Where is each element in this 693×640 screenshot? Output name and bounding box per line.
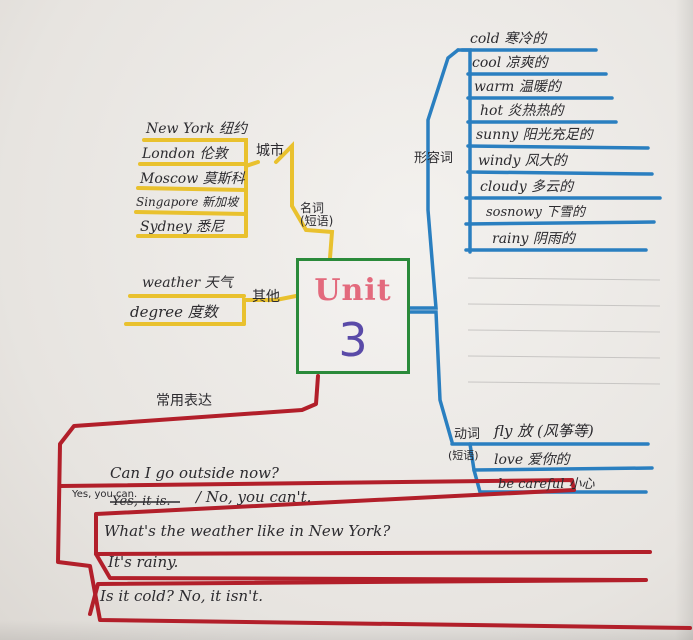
nouns-label: 名词 (短语) bbox=[300, 202, 333, 228]
phrase-label: (短语) bbox=[448, 449, 479, 462]
expressions-line-2 bbox=[88, 552, 648, 616]
cities-label: 城市 bbox=[256, 143, 284, 159]
adj-item-5: sunny 阳光充足的 bbox=[476, 127, 593, 143]
phrase-item-1: love 爱你的 bbox=[494, 452, 570, 468]
city-item-3: Moscow 莫斯科 bbox=[140, 171, 245, 187]
unit-title: Unit bbox=[314, 273, 392, 308]
expression-line-6: It's rainy. bbox=[108, 553, 179, 571]
expression-line-3: Yes, it is. bbox=[112, 494, 171, 509]
expressions-line-1 bbox=[58, 478, 652, 556]
adj-item-9: rainy 阴雨的 bbox=[492, 231, 575, 247]
city-line-4 bbox=[134, 210, 248, 216]
city-line-3 bbox=[136, 186, 248, 192]
phrase-item-2: be careful 小心 bbox=[498, 477, 595, 492]
phrase-line-2 bbox=[472, 468, 648, 494]
nouns-main-line bbox=[274, 141, 335, 260]
adjectives-main-line bbox=[408, 48, 460, 310]
adjectives-label: 形容词 bbox=[414, 151, 454, 166]
red-branches bbox=[56, 374, 692, 630]
adj-item-8: sosnowy 下雪的 bbox=[486, 205, 585, 220]
expressions-main-line bbox=[56, 374, 692, 630]
adj-item-1: cold 寒冷的 bbox=[470, 31, 547, 47]
adj-item-7: cloudy 多云的 bbox=[480, 179, 574, 195]
other-item-1: weather 天气 bbox=[142, 275, 233, 291]
expression-line-4: / No, you can't. bbox=[196, 488, 312, 506]
adj-item-4: hot 炎热热的 bbox=[480, 103, 564, 119]
verbs-main-line bbox=[408, 310, 454, 444]
city-item-5: Sydney 悉尼 bbox=[140, 219, 225, 235]
expressions-label: 常用表达 bbox=[156, 393, 212, 409]
other-item-2: degree 度数 bbox=[130, 303, 218, 321]
cities-spine bbox=[244, 160, 260, 238]
other-label: 其他 bbox=[252, 289, 280, 305]
city-item-2: London 伦敦 bbox=[142, 146, 228, 162]
adjectives-spine bbox=[456, 48, 472, 254]
city-line-1 bbox=[142, 138, 248, 168]
adj-item-3: warm 温暖的 bbox=[474, 79, 561, 95]
center-box: Unit 3 bbox=[296, 258, 410, 374]
other-main-line bbox=[242, 294, 298, 326]
nouns-label-line2: (短语) bbox=[300, 214, 334, 228]
adj-line-5 bbox=[466, 144, 650, 150]
unit-number: 3 bbox=[338, 313, 368, 367]
nouns-label-line1: 名词 bbox=[300, 201, 325, 215]
expression-line-5: What's the weather like in New York? bbox=[104, 522, 391, 540]
expression-line-1: Can I go outside now? bbox=[110, 464, 279, 482]
yellow-branches bbox=[124, 138, 335, 326]
expression-line-2: Yes, you can. bbox=[72, 489, 138, 500]
city-item-4: Singapore 新加坡 bbox=[136, 195, 239, 209]
verb-label: 动词 bbox=[454, 427, 481, 442]
adj-line-6 bbox=[466, 170, 654, 176]
verb-item: fly 放 (风筝等) bbox=[494, 422, 594, 440]
expression-line-7: Is it cold? No, it isn't. bbox=[100, 587, 263, 605]
adj-line-8 bbox=[464, 220, 656, 226]
adj-item-6: windy 风大的 bbox=[478, 153, 567, 169]
blue-branches bbox=[408, 48, 662, 494]
adj-item-2: cool 凉爽的 bbox=[472, 55, 548, 71]
paper-shadow-right bbox=[675, 0, 693, 640]
city-item-1: New York 纽约 bbox=[146, 121, 248, 137]
faint-ruled-lines bbox=[467, 277, 661, 385]
